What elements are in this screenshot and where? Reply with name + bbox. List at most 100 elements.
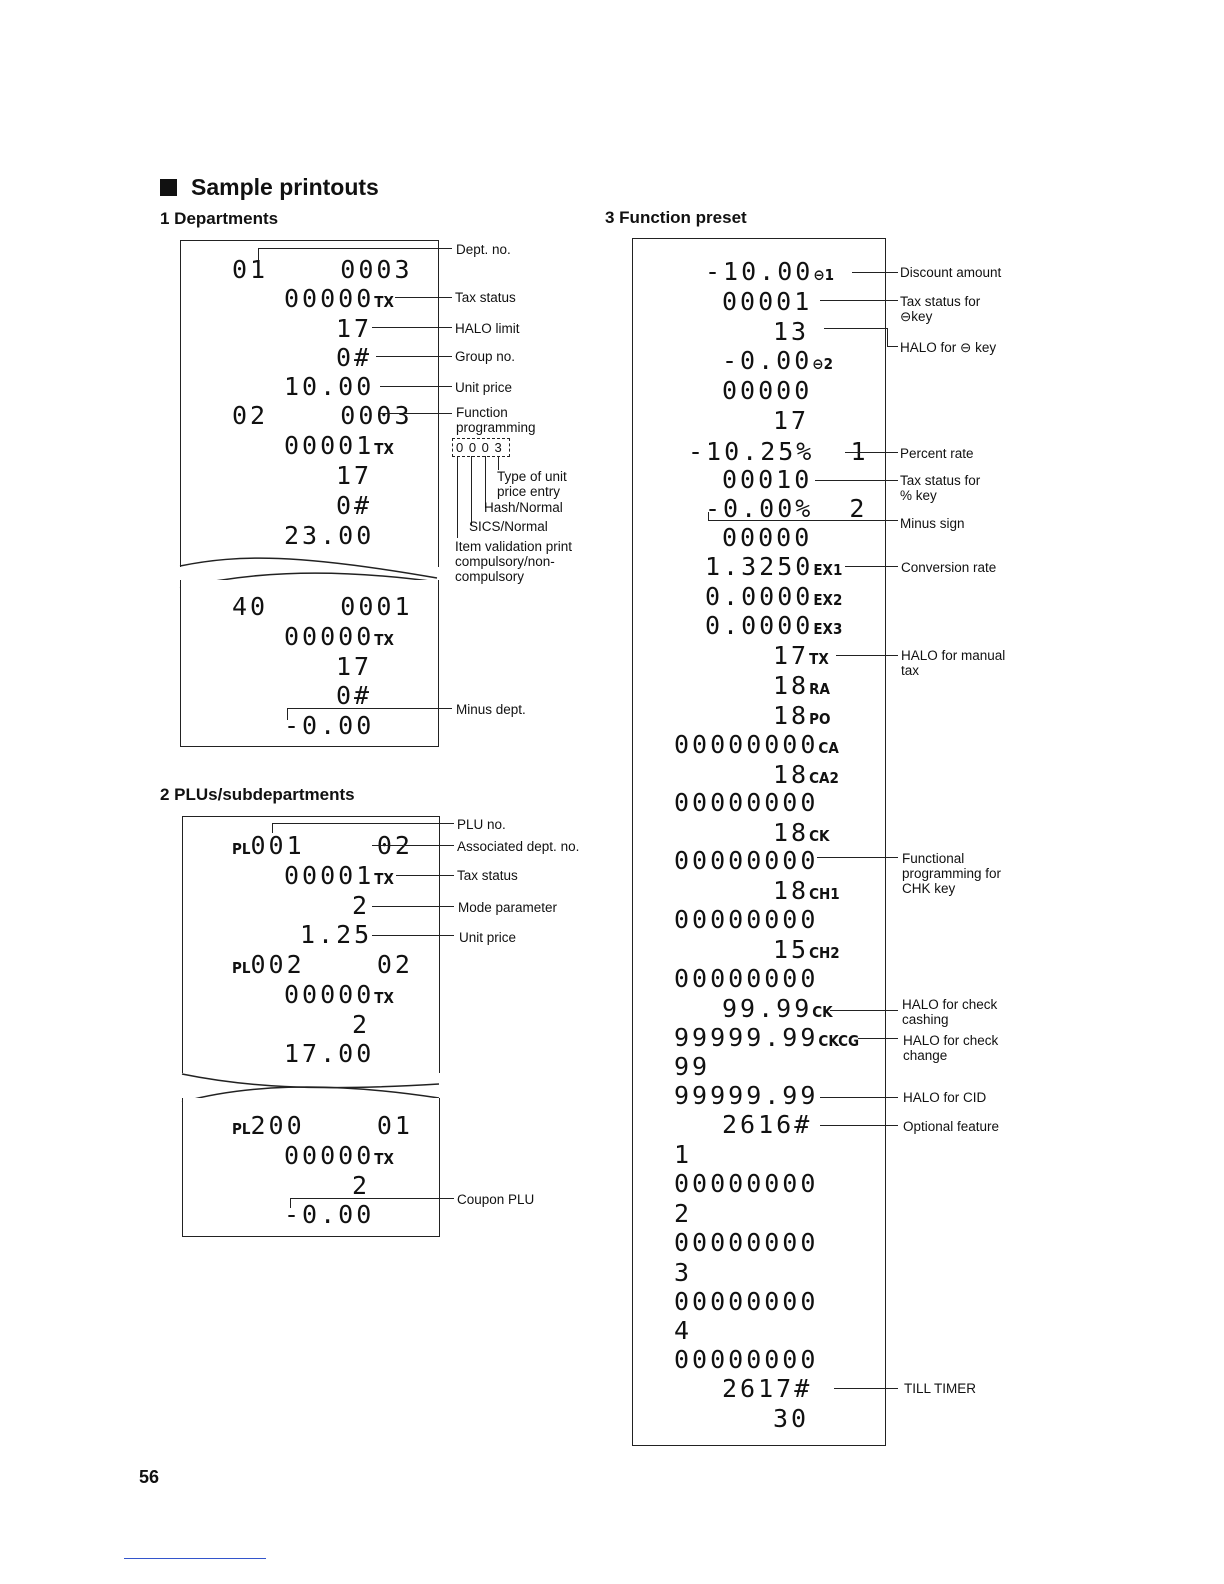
func-line: 17TX xyxy=(773,641,829,670)
leader-line xyxy=(708,520,898,521)
func-line: -0.00⊖2 xyxy=(722,346,833,375)
func-label: Percent rate xyxy=(900,446,974,461)
leader-line xyxy=(834,1388,898,1389)
func-label: Discount amount xyxy=(900,265,1002,280)
plu-line: 00000TX xyxy=(284,1141,394,1170)
func-line: 18PO xyxy=(773,701,831,730)
dept-line: 02 0003 xyxy=(232,401,413,430)
func-line: 99 xyxy=(674,1052,711,1081)
leader-line xyxy=(471,456,472,526)
dept-line: 10.00 xyxy=(284,372,375,401)
func-line: 0.0000EX3 xyxy=(705,611,843,640)
dept-printout-2 xyxy=(180,580,439,747)
func-line: 99.99CK xyxy=(722,994,833,1023)
func-line: 00000000 xyxy=(674,1345,819,1374)
func-line: 00001 xyxy=(722,287,813,316)
leader-line xyxy=(708,512,709,520)
func-label: Functional programming for CHK key xyxy=(902,851,1002,896)
dept-printout-1 xyxy=(180,240,439,567)
plu-line: 2 xyxy=(352,1171,371,1200)
code-dashed-box xyxy=(452,438,510,457)
leader-line xyxy=(287,708,288,720)
page-number: 56 xyxy=(139,1467,160,1487)
func-line: 00000 xyxy=(722,523,813,552)
leader-line xyxy=(887,346,898,347)
func-line: 00000000 xyxy=(674,1287,819,1316)
dept-label: SICS/Normal xyxy=(469,519,548,534)
footer-rule xyxy=(124,1558,266,1559)
func-line: 00000000 xyxy=(674,1228,819,1257)
dept-label: Minus dept. xyxy=(456,702,526,717)
func-line: 4 xyxy=(674,1316,693,1345)
func-line: 3 xyxy=(674,1258,693,1287)
plu-printout-1 xyxy=(182,816,440,1073)
section-title-departments: 1 Departments xyxy=(160,209,279,228)
plu-label: Associated dept. no. xyxy=(457,839,580,854)
dept-label: Tax status xyxy=(455,290,516,305)
func-line: 17 xyxy=(773,406,810,435)
dept-label: Function programming xyxy=(456,405,536,435)
leader-line xyxy=(258,248,259,260)
function-printout xyxy=(632,238,886,1446)
leader-line xyxy=(272,823,273,833)
leader-line xyxy=(824,328,887,329)
page-heading: Sample printouts xyxy=(160,174,379,201)
leader-line xyxy=(372,906,454,907)
func-line: 1.3250EX1 xyxy=(705,552,843,581)
leader-line xyxy=(820,1125,898,1126)
tear-edge xyxy=(181,1073,440,1103)
leader-line xyxy=(820,1097,898,1098)
func-label: HALO for ⊖ key xyxy=(900,340,997,355)
plu-label: Tax status xyxy=(457,868,518,883)
plu-line: 00000TX xyxy=(284,980,394,1009)
func-label: HALO for CID xyxy=(903,1090,987,1105)
leader-line xyxy=(380,386,452,387)
leader-line xyxy=(815,480,898,481)
func-line: 2616# xyxy=(722,1110,813,1139)
func-line: 13 xyxy=(773,317,810,346)
leader-line xyxy=(272,823,454,824)
leader-line xyxy=(852,272,898,273)
dept-line: 17 xyxy=(336,652,373,681)
func-label: TILL TIMER xyxy=(904,1381,977,1396)
leader-line xyxy=(395,297,452,298)
plu-line: 00001TX xyxy=(284,861,394,890)
func-line: 99999.99CKCG xyxy=(674,1023,860,1052)
func-line: 00000000 xyxy=(674,905,819,934)
dept-line: 0# xyxy=(336,491,373,520)
leader-line xyxy=(376,356,452,357)
plu-label: Coupon PLU xyxy=(457,1192,535,1207)
dept-line: 0# xyxy=(336,681,373,710)
dept-line: 00001TX xyxy=(284,431,394,460)
section-title-plu: 2 PLUs/subdepartments xyxy=(160,785,355,804)
dept-line: -0.00 xyxy=(284,711,375,740)
func-line: 30 xyxy=(773,1404,810,1433)
leader-line xyxy=(372,935,454,936)
leader-line xyxy=(830,1010,898,1011)
func-label: HALO for check cashing xyxy=(902,997,998,1027)
func-label: Conversion rate xyxy=(901,560,997,575)
func-line: 2617# xyxy=(722,1374,813,1403)
leader-line xyxy=(396,875,454,876)
func-label: Optional feature xyxy=(903,1119,1000,1134)
leader-line xyxy=(380,413,452,414)
dept-line: 00000TX xyxy=(284,284,394,313)
dept-label: Type of unit price entry xyxy=(497,469,567,499)
func-label: Tax status for % key xyxy=(900,473,981,503)
func-line: 00000000CA xyxy=(674,730,839,759)
dept-label: HALO limit xyxy=(455,321,520,336)
dept-label: Hash/Normal xyxy=(484,500,563,515)
func-line: 00010 xyxy=(722,465,813,494)
leader-line xyxy=(290,1198,291,1208)
leader-line xyxy=(845,566,898,567)
leader-line xyxy=(858,1038,898,1039)
func-line: 00000000 xyxy=(674,846,819,875)
leader-line xyxy=(258,248,452,249)
func-line: 15CH2 xyxy=(773,935,840,964)
func-line: 00000000 xyxy=(674,788,819,817)
func-line: 00000 xyxy=(722,376,813,405)
leader-line xyxy=(887,328,888,346)
plu-line: PL002 02 xyxy=(232,950,413,979)
dept-line: 40 0001 xyxy=(232,592,413,621)
function-code: 0 0 0 3 xyxy=(456,440,503,455)
